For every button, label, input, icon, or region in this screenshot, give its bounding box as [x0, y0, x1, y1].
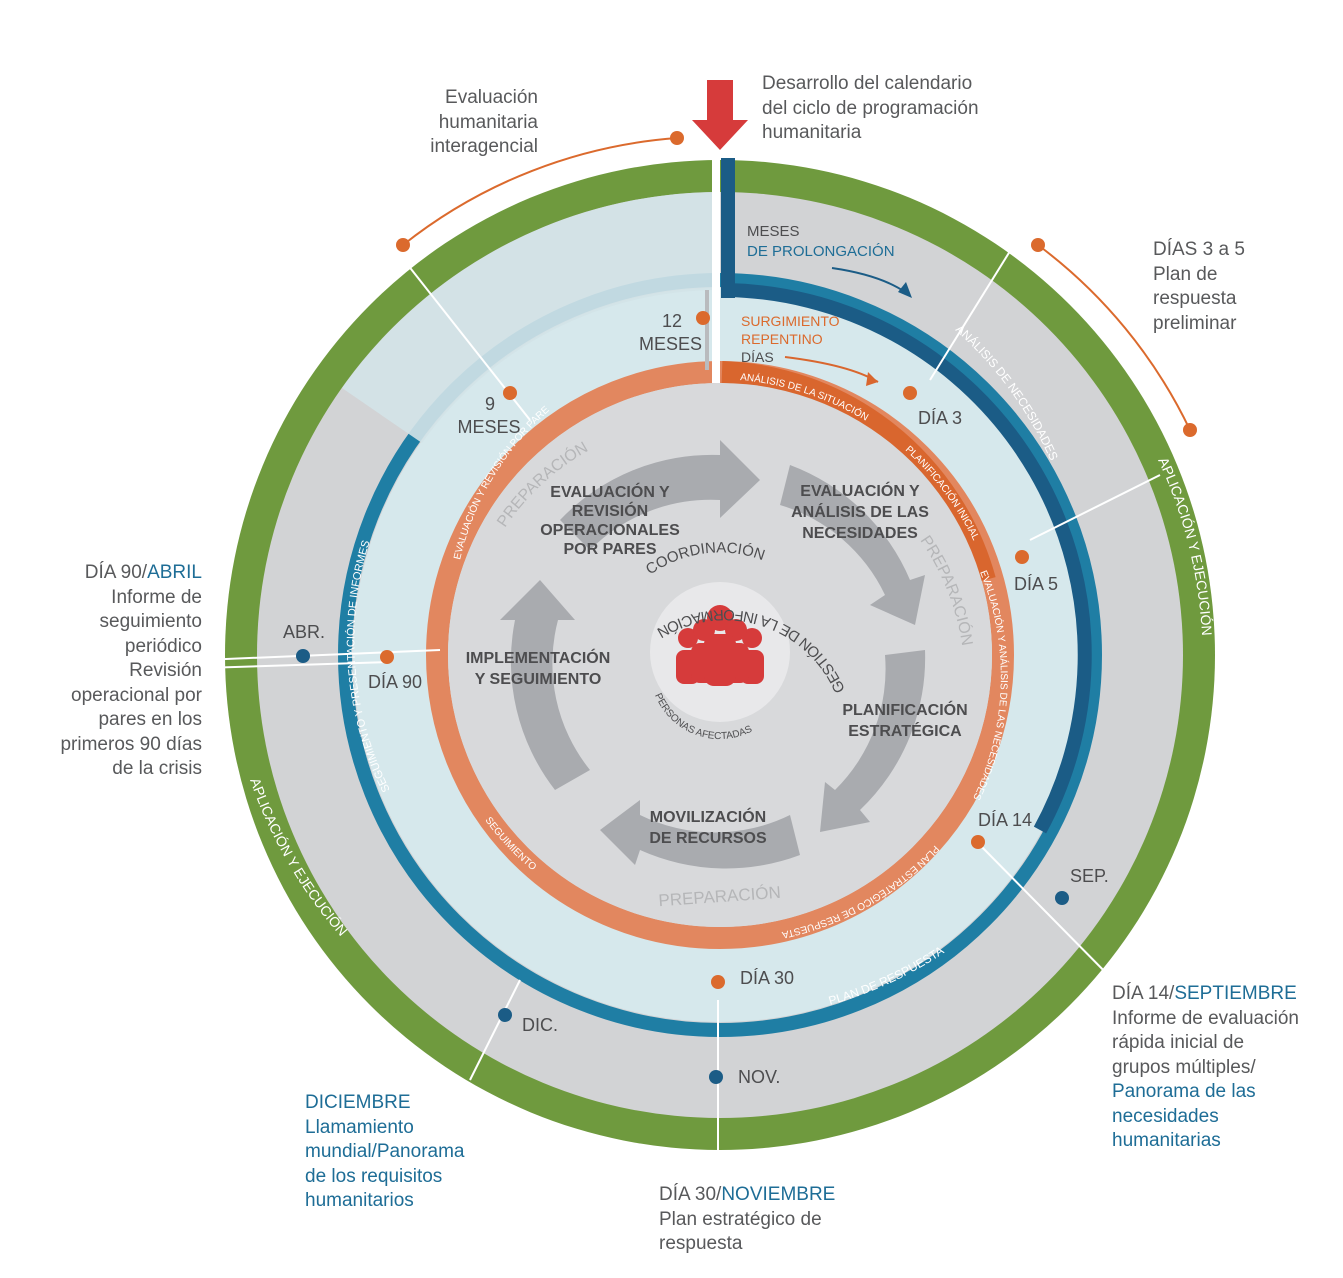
evaluation-callout: Evaluación humanitaria interagencial — [430, 87, 538, 157]
day14-callout: DÍA 14/SEPTIEMBRE Informe de evaluación … — [1112, 983, 1299, 1151]
months-12-b: MESES — [639, 334, 702, 354]
calendar-callout: Desarrollo del calendario del ciclo de p… — [762, 73, 979, 143]
days-3-5-arc — [1037, 244, 1191, 431]
sudden-label-2: REPENTINO — [741, 331, 823, 347]
sudden-label-3: DÍAS — [741, 349, 774, 365]
timeline-dots — [296, 311, 1069, 1084]
months-12-a: 12 — [662, 311, 682, 331]
months-9-b: MESES — [457, 417, 520, 437]
day3-label: DÍA 3 — [918, 408, 962, 428]
light-wedge — [342, 192, 720, 443]
day30-label: DÍA 30 — [740, 968, 794, 988]
top-divider — [712, 158, 720, 383]
december-callout: DICIEMBRE Llamamiento mundial/Panorama d… — [305, 1092, 465, 1211]
protracted-arc — [726, 283, 1092, 834]
protracted-label-2: DE PROLONGACIÓN — [747, 243, 895, 260]
days-3-5-callout: DÍAS 3 a 5 Plan de respuesta preliminar — [1153, 239, 1245, 334]
day90-label: DÍA 90 — [368, 672, 422, 692]
day5-label: DÍA 5 — [1014, 574, 1058, 594]
sep-label: SEP. — [1070, 866, 1109, 886]
day30-callout: DÍA 30/NOVIEMBRE Plan estratégico de res… — [659, 1184, 836, 1254]
cycle-arrows — [500, 440, 926, 869]
protracted-label-1: MESES — [747, 223, 800, 240]
sudden-label-1: SURGIMIENTO — [741, 313, 840, 329]
people-group-icon — [650, 582, 790, 722]
nov-label: NOV. — [738, 1067, 780, 1087]
months-9-a: 9 — [485, 394, 495, 414]
leader-lines — [202, 234, 1161, 1160]
day90-callout: DÍA 90/ABRIL Informe de seguimiento peri… — [60, 562, 202, 779]
sudden-onset-arc — [721, 361, 996, 583]
abr-label: ABR. — [283, 622, 325, 642]
red-down-arrow-icon — [692, 80, 748, 150]
dic-label: DIC. — [522, 1015, 558, 1035]
evaluation-arc — [402, 137, 678, 246]
day14-label: DÍA 14 — [978, 810, 1032, 830]
